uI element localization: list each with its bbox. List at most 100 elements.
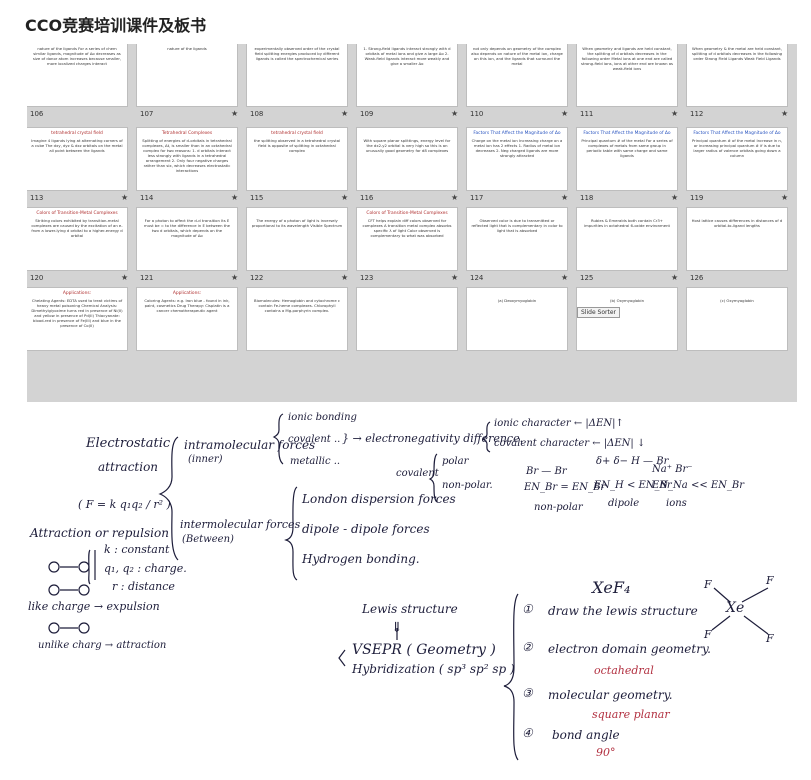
- note-attraction: attraction: [98, 460, 159, 474]
- note-vsepr: VSEPR ( Geometry ): [352, 642, 496, 658]
- note-step-3-answer: square planar: [592, 708, 670, 721]
- slide-thumbnail[interactable]: (a) Deoxymyoglobin: [467, 288, 567, 350]
- note-en-br-eq: EN_Br = EN_Br: [524, 482, 606, 493]
- slide-body: not only depends on geometry of the comp…: [471, 46, 563, 66]
- slide-transition-star-icon: ★: [341, 193, 349, 202]
- note-en-h-lt: EN_H < EN_Br: [594, 480, 672, 491]
- slide-body: Imagine 4 ligands lying at alternating c…: [31, 138, 123, 153]
- slide-thumbnail[interactable]: The energy of a photon of light is inver…: [247, 208, 347, 270]
- slide-thumbnail[interactable]: not only depends on geometry of the comp…: [467, 44, 567, 106]
- note-london: London dispersion forces: [302, 492, 456, 506]
- slide-title: Factors That Affect the Magnitude of Δo: [473, 131, 561, 136]
- note-step-num-3: ③: [522, 686, 533, 700]
- note-step-2-answer: octahedral: [594, 664, 654, 677]
- slide-transition-star-icon: ★: [451, 193, 459, 202]
- slide-thumbnail[interactable]: For a photon to affect the d-d transitio…: [137, 208, 237, 270]
- brace-inter: [284, 486, 298, 581]
- slide-thumbnail[interactable]: 1. Strong-field ligands interact strongl…: [357, 44, 457, 106]
- slide-body: nature of the ligands For a series of ch…: [32, 46, 122, 66]
- slide-number: 108: [250, 110, 264, 118]
- slide-thumbnail[interactable]: [357, 288, 457, 350]
- slide-transition-star-icon: ★: [561, 193, 569, 202]
- note-q-charge: q₁, q₂ : charge.: [104, 562, 187, 575]
- slide-body: CFT helps explain diff colors observed f…: [362, 218, 452, 238]
- note-non-polar-label: non-polar: [534, 502, 583, 513]
- slide-body: (b) Oxymyoglobin: [610, 298, 644, 303]
- slide-thumbnail[interactable]: nature of the ligands: [137, 44, 237, 106]
- xe-bond-4: [743, 615, 769, 635]
- note-step-3: molecular geometry.: [548, 688, 673, 702]
- slide-thumbnail[interactable]: With square planar splittings, energy le…: [357, 128, 457, 190]
- slide-number: 109: [360, 110, 374, 118]
- slide-number: 116: [360, 194, 374, 202]
- slide-thumbnail[interactable]: nature of the ligands For a series of ch…: [27, 44, 127, 106]
- note-attraction-repulsion: Attraction or repulsion: [30, 526, 169, 540]
- note-f-atom-2: F: [766, 574, 774, 587]
- slide-thumbnail[interactable]: When geometry & the metal are held const…: [687, 44, 787, 106]
- note-f-atom-4: F: [766, 632, 774, 645]
- slide-thumbnail[interactable]: Applications:Coloring Agents: e.g. Iron …: [137, 288, 237, 350]
- note-ions-label: ions: [666, 498, 687, 509]
- slide-transition-star-icon: ★: [451, 273, 459, 282]
- note-hybridization: Hybridization ( sp³ sp² sp ): [352, 662, 515, 676]
- slide-body: Biomolecules: Hemoglobin and cytochrome …: [254, 298, 340, 313]
- slide-thumbnail[interactable]: Host lattice causes differences in dista…: [687, 208, 787, 270]
- slide-body: Host lattice causes differences in dista…: [691, 218, 783, 228]
- slide-title: Applications:: [62, 291, 92, 296]
- slide-number: 115: [250, 194, 264, 202]
- slide-thumbnail[interactable]: (c) Oxymyoglobin: [687, 288, 787, 350]
- slide-transition-star-icon: ★: [231, 193, 239, 202]
- slide-number: 111: [580, 110, 594, 118]
- note-unlike-charge: unlike charg → attraction: [38, 640, 167, 651]
- slide-transition-star-icon: ★: [341, 109, 349, 118]
- slide-thumbnail[interactable]: experimentally observed order of the cry…: [247, 44, 347, 106]
- note-step-num-4: ④: [522, 726, 533, 740]
- note-h-br: δ+ δ− H — Br: [596, 456, 669, 467]
- slide-title: Colors of Transition-Metal Complexes: [366, 211, 448, 216]
- slide-transition-star-icon: ★: [671, 273, 679, 282]
- slide-transition-star-icon: ★: [451, 109, 459, 118]
- slide-sorter-tooltip: Slide Sorter: [577, 307, 621, 318]
- slide-title: Colors of Transition-Metal Complexes: [36, 211, 118, 216]
- xe-bond-2: [741, 587, 769, 603]
- note-br-br: Br — Br: [526, 466, 567, 477]
- slide-transition-star-icon: ★: [781, 109, 789, 118]
- slide-body: (c) Oxymyoglobin: [720, 298, 754, 303]
- slide-thumbnail[interactable]: Biomolecules: Hemoglobin and cytochrome …: [247, 288, 347, 350]
- slide-transition-star-icon: ★: [561, 109, 569, 118]
- slide-body: With square planar splittings, energy le…: [363, 138, 451, 153]
- slide-number: 124: [470, 274, 484, 282]
- slide-transition-star-icon: ★: [231, 109, 239, 118]
- slide-number: 119: [690, 194, 704, 202]
- slide-thumbnail[interactable]: Rubies & Emeralds both contain Cr3+ impu…: [577, 208, 677, 270]
- slide-body: experimentally observed order of the cry…: [254, 46, 340, 61]
- brace-polar: [428, 453, 438, 503]
- slide-transition-star-icon: ★: [781, 193, 789, 202]
- slide-sorter[interactable]: nature of the ligands For a series of ch…: [27, 44, 797, 402]
- slide-body: When geometry & the metal are held const…: [691, 46, 783, 61]
- note-hydrogen: Hydrogen bonding.: [302, 552, 420, 566]
- slide-body: For a photon to affect the d-d transitio…: [144, 218, 230, 238]
- slide-body: Coloring Agents: e.g. Iron blue - found …: [144, 298, 230, 313]
- note-f-atom-3: F: [704, 628, 712, 641]
- angle-bracket: [338, 649, 346, 667]
- slide-thumbnail[interactable]: Observed color is due to transmitted or …: [467, 208, 567, 270]
- note-en-na-ll: EN_Na << EN_Br: [652, 480, 745, 491]
- slide-number: 110: [470, 110, 484, 118]
- slide-transition-star-icon: ★: [671, 109, 679, 118]
- slide-thumbnail[interactable]: (b) Oxymyoglobin: [577, 288, 677, 350]
- note-arrow-down: ⇓: [391, 620, 403, 636]
- slide-number: 125: [580, 274, 594, 282]
- slide-thumbnail[interactable]: Applications:Chelating Agents: EDTA used…: [27, 288, 127, 350]
- slide-thumbnail[interactable]: When geometry and ligands are held const…: [577, 44, 677, 106]
- note-between: (Between): [182, 534, 234, 545]
- note-r-distance: r : distance: [112, 580, 175, 593]
